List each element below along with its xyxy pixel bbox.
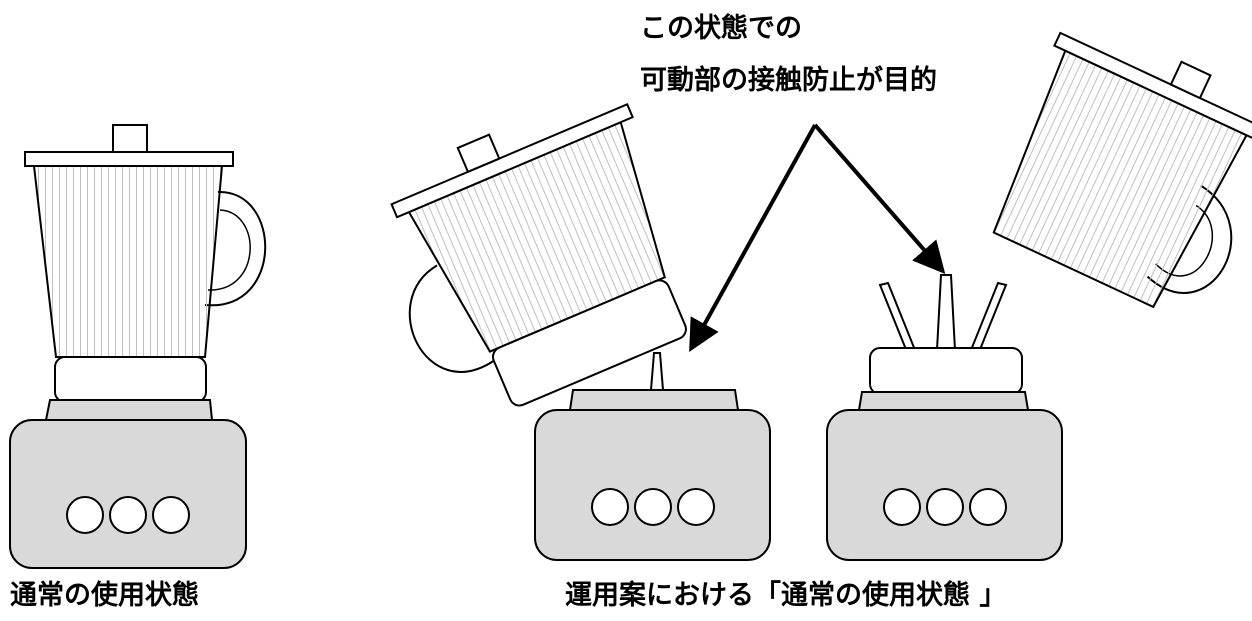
jar-lid (24, 151, 234, 167)
jar-lid (390, 102, 634, 219)
jar-collar (492, 279, 687, 407)
tilted-jar-right (992, 31, 1252, 309)
motor-base (534, 409, 771, 561)
circle-button-icon (109, 496, 147, 534)
jar-handle (1146, 184, 1233, 294)
blender-assembled (9, 124, 267, 569)
caption-normal-use: 通常の使用状態 (10, 580, 199, 611)
annotation-text-line1: この状態での (640, 13, 802, 44)
motor-base (826, 409, 1063, 561)
caption-proposal-use: 運用案における「通常の使用状態 」 (565, 580, 1007, 611)
blade-shaft (649, 352, 665, 391)
jar-body (32, 165, 224, 358)
circle-button-icon (591, 488, 629, 526)
arrow-to-shaft (689, 124, 817, 352)
guard-post-right (969, 281, 1008, 354)
jar-handle (204, 190, 267, 307)
tilted-jar-left (390, 102, 687, 407)
arrow-to-posts (813, 123, 946, 275)
base-neck (568, 389, 740, 411)
jar-body (992, 49, 1248, 309)
base-neck (44, 399, 214, 421)
lid-cap (112, 124, 148, 153)
jar-handle-inner (207, 209, 251, 291)
circle-button-icon (926, 488, 964, 526)
base-neck (857, 391, 1030, 411)
annotation-arrows (689, 123, 946, 352)
guard-post-center (935, 274, 957, 351)
annotation-text-line2: 可動部の接触防止が目的 (640, 65, 937, 96)
lid-cap (1169, 60, 1212, 100)
circle-button-icon (677, 488, 715, 526)
blender-base-guarded (826, 274, 1063, 561)
safety-collar (869, 347, 1023, 395)
circle-button-icon (66, 496, 104, 534)
circle-button-icon (883, 488, 921, 526)
lid-cap (456, 133, 501, 174)
guard-post-left (878, 281, 917, 354)
jar-collar (54, 356, 207, 403)
circle-button-icon (969, 488, 1007, 526)
circle-button-icon (634, 488, 672, 526)
motor-base (9, 419, 247, 569)
jar-handle (408, 264, 495, 373)
circle-button-icon (152, 496, 190, 534)
blender-base-open (534, 352, 771, 561)
jar-lid (1053, 31, 1252, 142)
